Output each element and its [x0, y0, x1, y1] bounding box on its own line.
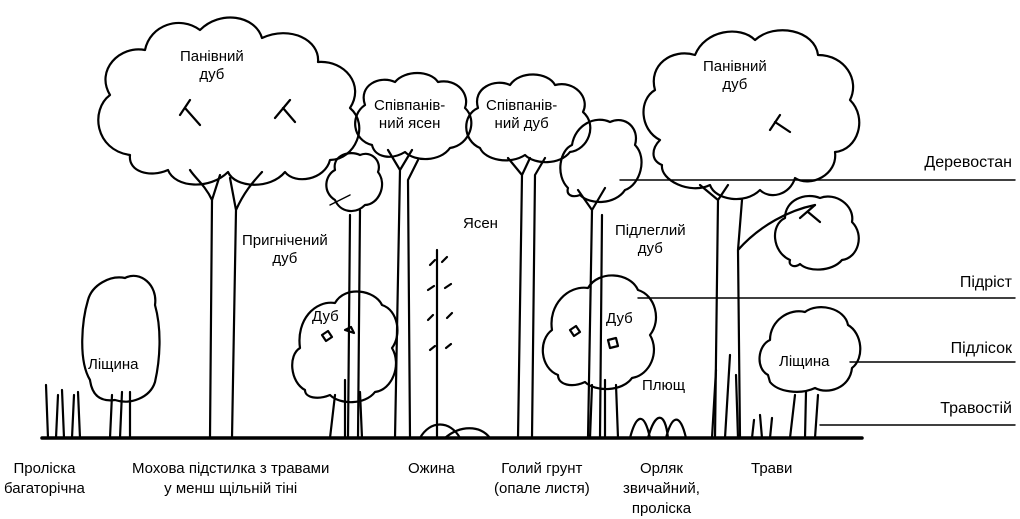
- hazel-right: [760, 307, 861, 438]
- label-young-oak-left: Дуб: [312, 308, 339, 326]
- label-hazel-left: Ліщина: [88, 356, 139, 374]
- bramble-sapling: [420, 250, 490, 438]
- subordinate-oak: [560, 120, 641, 438]
- label-ivy: Плющ: [642, 377, 685, 395]
- ground-bramble: Ожина: [408, 459, 455, 479]
- ground-grasses: Трави: [751, 459, 792, 479]
- label-ash: Ясен: [463, 215, 498, 233]
- label-codominant-ash: Співпанів-ний ясен: [374, 97, 445, 133]
- label-hazel-right: Ліщина: [779, 353, 830, 371]
- tier-canopy: Деревостан: [924, 154, 1012, 172]
- tier-herb-layer: Травостій: [940, 400, 1012, 418]
- label-codominant-oak: Співпанів-ний дуб: [486, 97, 557, 133]
- canopy-oak-right-lobe: [775, 196, 859, 270]
- tier-regeneration: Підріст: [960, 274, 1012, 292]
- tier-understory: Підлісок: [951, 340, 1012, 358]
- young-oak-left: [292, 291, 397, 438]
- ground-bare-soil: Голий грунт(опале листя): [494, 459, 590, 499]
- label-young-oak-right: Дуб: [606, 310, 633, 328]
